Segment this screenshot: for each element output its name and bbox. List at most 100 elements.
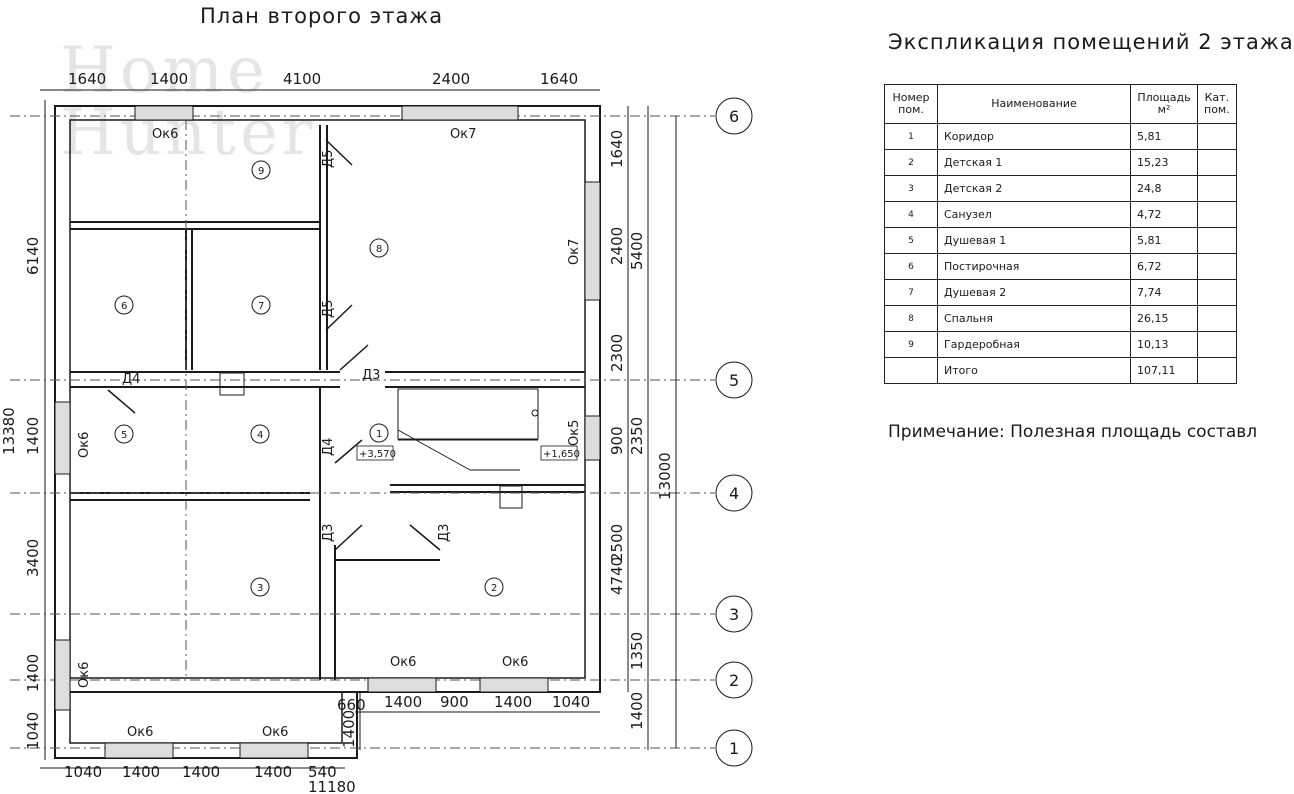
cell-cat xyxy=(1197,201,1237,228)
dim-left-5: 1400 xyxy=(24,654,42,692)
cell-name: Спальня xyxy=(937,305,1131,332)
cell-area: 26,15 xyxy=(1130,305,1198,332)
floor-plan: 1640 1400 4100 2400 1640 1040 1400 1400 … xyxy=(0,70,753,794)
dim-right-4: 900 xyxy=(608,426,626,455)
dim-left-4: 3400 xyxy=(24,539,42,577)
label-ok6-top: Ок6 xyxy=(152,127,178,142)
room-4: 4 xyxy=(257,430,263,441)
dim-inner-2: 1400 xyxy=(384,693,422,711)
cell-num: 1 xyxy=(884,123,938,150)
cell-num: 8 xyxy=(884,305,938,332)
cell-area: 6,72 xyxy=(1130,253,1198,280)
dim-right-outer-3: 13000 xyxy=(656,452,674,500)
label-d5-top: Д5 xyxy=(321,150,336,168)
dim-top-5: 1640 xyxy=(540,70,578,88)
cell-cat xyxy=(1197,305,1237,332)
label-ok7-top: Ок7 xyxy=(450,127,476,142)
label-ok6-left-2: Ок6 xyxy=(77,662,92,688)
room-8: 8 xyxy=(376,244,382,255)
dim-top-4: 2400 xyxy=(432,70,470,88)
th-num: Номер пом. xyxy=(884,84,938,124)
cell-name: Душевая 1 xyxy=(937,227,1131,254)
cell-area: 107,11 xyxy=(1130,357,1198,384)
dim-right-outer-2: 2350 xyxy=(628,417,646,455)
label-ok6-r2-1: Ок6 xyxy=(390,655,416,670)
cell-name: Итого xyxy=(937,357,1131,384)
cell-area: 7,74 xyxy=(1130,279,1198,306)
dim-inner-3: 900 xyxy=(440,693,469,711)
cell-name: Детская 1 xyxy=(937,149,1131,176)
label-d3-v2: Д3 xyxy=(437,524,452,542)
label-d5-mid: Д5 xyxy=(321,300,336,318)
cell-area: 10,13 xyxy=(1130,331,1198,358)
dimension-lines xyxy=(40,89,677,769)
cell-num: 3 xyxy=(884,175,938,202)
cell-cat xyxy=(1197,175,1237,202)
th-area: Площадь м² xyxy=(1130,84,1198,124)
label-ok6-b-1: Ок6 xyxy=(127,725,153,740)
dim-right-8: 1400 xyxy=(628,692,646,730)
cell-cat xyxy=(1197,331,1237,358)
explication-table: Номер пом. Наименование Площадь м² Кат. … xyxy=(884,84,1237,384)
axis-lines xyxy=(10,115,715,749)
axis-1: 1 xyxy=(729,739,739,758)
label-ok6-b-2: Ок6 xyxy=(262,725,288,740)
label-ok5: Ок5 xyxy=(567,420,582,446)
room-2: 2 xyxy=(491,583,497,594)
cell-cat xyxy=(1197,149,1237,176)
dim-right-3: 2300 xyxy=(608,334,626,372)
axis-4: 4 xyxy=(729,484,739,503)
dim-right-5: 2500 xyxy=(608,524,626,562)
label-ok6-left: Ок6 xyxy=(77,432,92,458)
cell-num: 4 xyxy=(884,201,938,228)
cell-area: 5,81 xyxy=(1130,227,1198,254)
label-ok7-right: Ок7 xyxy=(567,239,582,265)
cell-area: 5,81 xyxy=(1130,123,1198,150)
level-2: +1,650 xyxy=(543,449,580,460)
cell-num: 6 xyxy=(884,253,938,280)
windows xyxy=(54,105,601,759)
room-9: 9 xyxy=(258,166,264,177)
label-d3: Д3 xyxy=(362,368,380,383)
dim-right-6: 4740 xyxy=(608,557,626,595)
axis-6: 6 xyxy=(729,107,739,126)
cell-num xyxy=(884,357,938,384)
dim-top-2: 1400 xyxy=(150,70,188,88)
room-6: 6 xyxy=(121,301,127,312)
room-1: 1 xyxy=(376,429,382,440)
cell-area: 4,72 xyxy=(1130,201,1198,228)
dim-right-2: 2400 xyxy=(608,227,626,265)
th-cat: Кат. пом. xyxy=(1197,84,1237,124)
th-name: Наименование xyxy=(937,84,1131,124)
dim-bottom-5: 540 xyxy=(308,763,337,781)
label-d3-v1: Д3 xyxy=(321,524,336,542)
dim-left-3: 13380 xyxy=(0,407,18,455)
room-5: 5 xyxy=(121,430,127,441)
cell-num: 7 xyxy=(884,279,938,306)
cell-name: Душевая 2 xyxy=(937,279,1131,306)
axis-5: 5 xyxy=(729,371,739,390)
dim-bottom-1: 1040 xyxy=(64,763,102,781)
dim-top-3: 4100 xyxy=(283,70,321,88)
dim-inner-5: 1040 xyxy=(552,693,590,711)
plan-title: План второго этажа xyxy=(200,4,444,28)
cell-area: 24,8 xyxy=(1130,175,1198,202)
table-header-row: Номер пом. Наименование Площадь м² Кат. … xyxy=(884,84,1237,124)
dim-left-1: 6140 xyxy=(24,237,42,275)
cell-cat xyxy=(1197,227,1237,254)
cell-name: Санузел xyxy=(937,201,1131,228)
note-text: Примечание: Полезная площадь составл xyxy=(888,422,1258,442)
room-7: 7 xyxy=(258,301,264,312)
dim-top-1: 1640 xyxy=(68,70,106,88)
axis-3: 3 xyxy=(729,605,739,624)
dim-right-outer-1: 5400 xyxy=(628,232,646,270)
cell-cat xyxy=(1197,357,1237,384)
